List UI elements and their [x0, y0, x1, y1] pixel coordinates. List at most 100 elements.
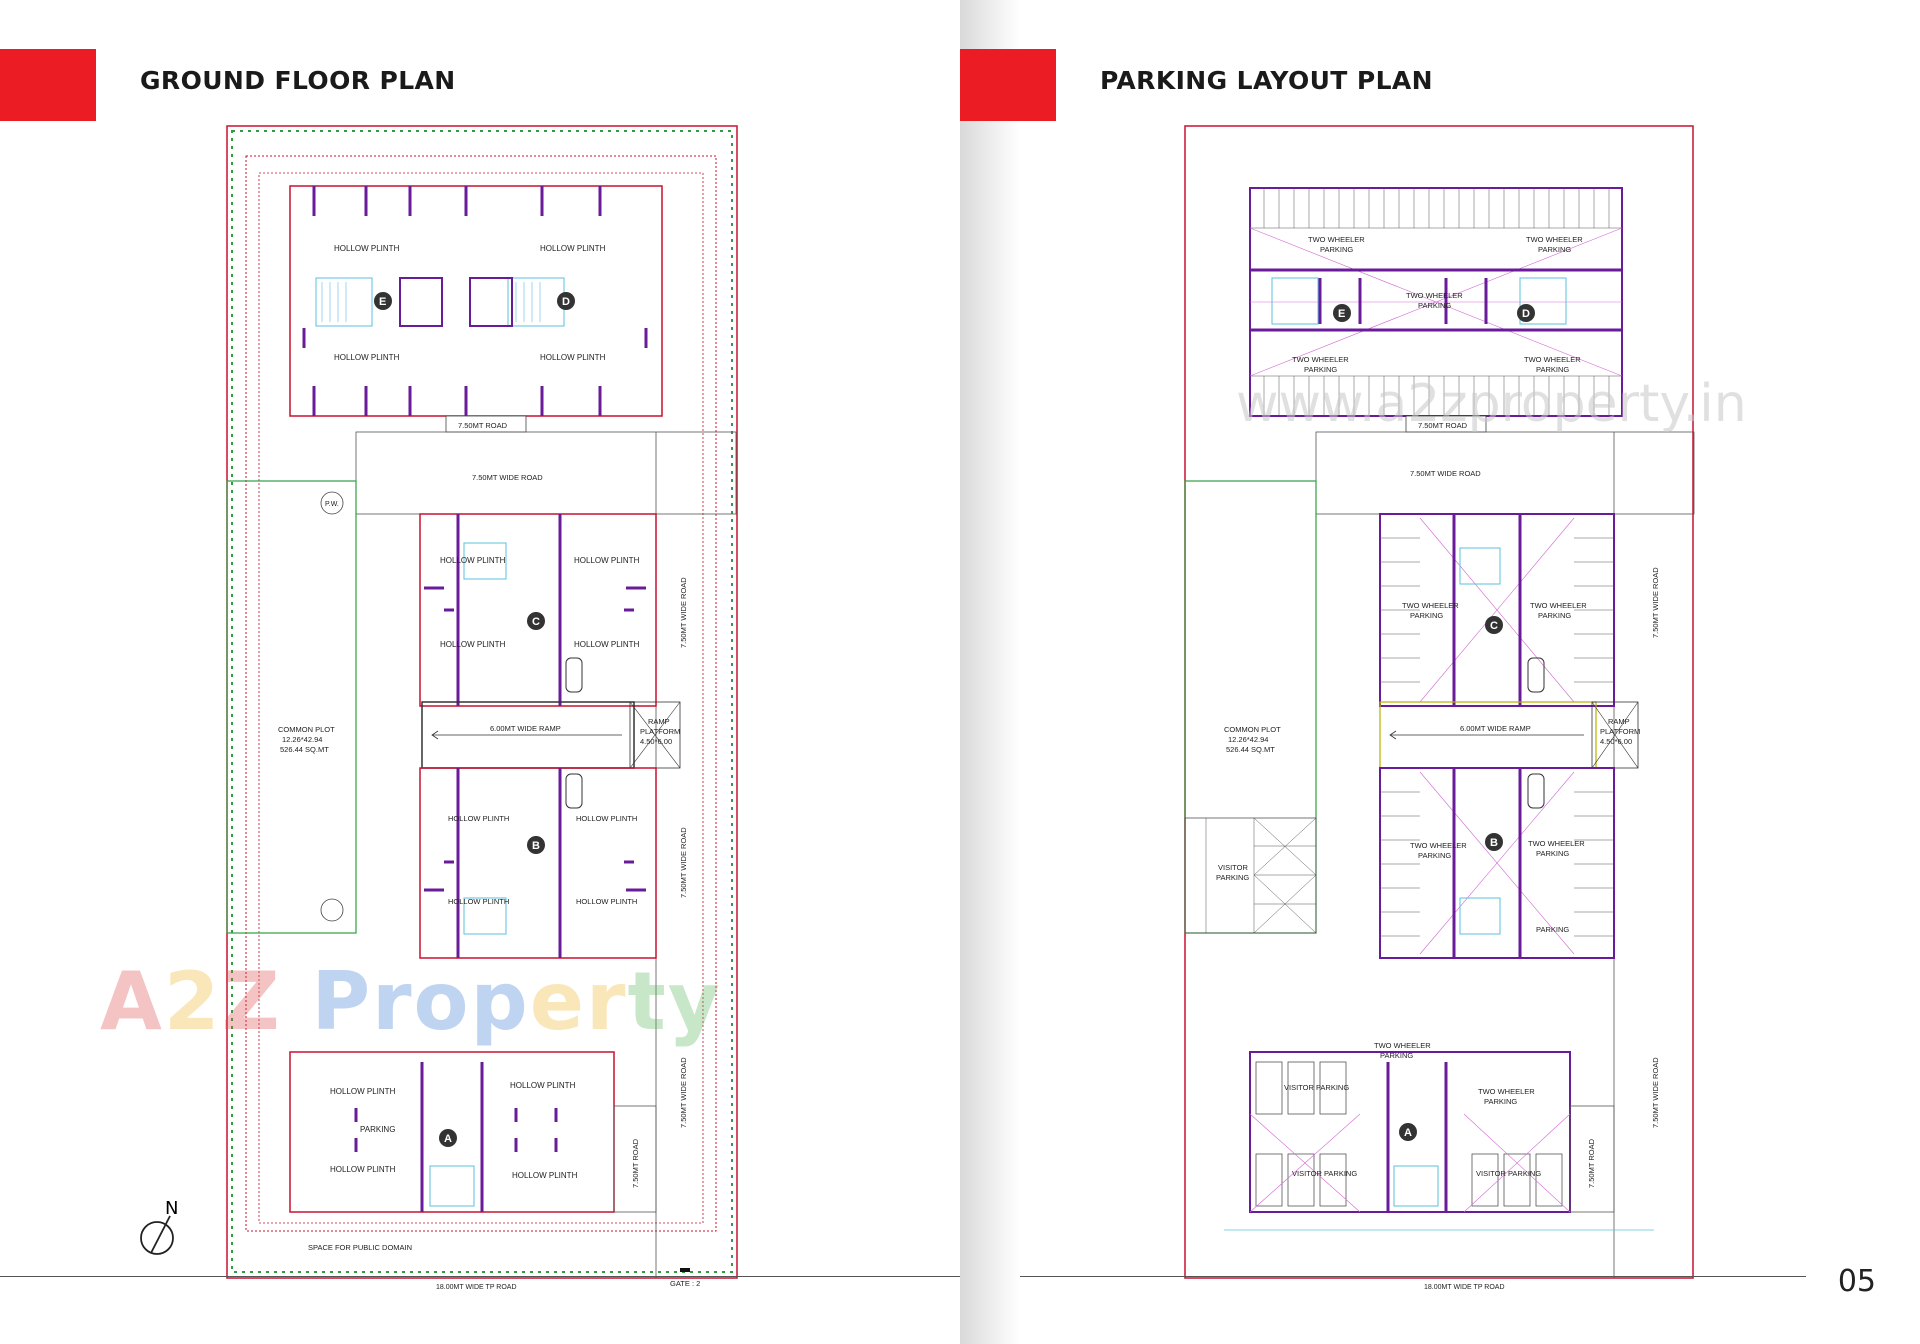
two-wheeler-label: TWO WHEELER [1530, 601, 1587, 610]
road-label: 7.50MT ROAD [458, 421, 508, 430]
two-wheeler-label: PARKING [1538, 611, 1571, 620]
two-wheeler-label: PARKING [1484, 1097, 1517, 1106]
two-wheeler-label: PARKING [1418, 301, 1451, 310]
public-domain-label: SPACE FOR PUBLIC DOMAIN [308, 1243, 412, 1252]
hollow-plinth-label: HOLLOW PLINTH [574, 556, 640, 565]
hollow-plinth-label: HOLLOW PLINTH [440, 556, 506, 565]
parking-label: PARKING [1536, 925, 1569, 934]
hollow-plinth-label: HOLLOW PLINTH [574, 640, 640, 649]
gate-label: GATE : 2 [670, 1279, 700, 1288]
right-base-line [1020, 1276, 1806, 1277]
visitor-parking-label: VISITOR PARKING [1284, 1083, 1349, 1092]
wing-b-marker: B [532, 840, 540, 852]
two-wheeler-label: TWO WHEELER [1410, 841, 1467, 850]
wing-c-marker: C [532, 616, 540, 628]
two-wheeler-label: PARKING [1538, 245, 1571, 254]
two-wheeler-label: PARKING [1410, 611, 1443, 620]
watermark-letter: Prop [311, 955, 530, 1048]
hollow-plinth-label: HOLLOW PLINTH [330, 1087, 396, 1096]
wing-b-marker: B [1490, 837, 1498, 849]
wing-d-marker: D [562, 296, 570, 308]
watermark-letter: Z [221, 955, 282, 1048]
wide-road-label-vertical: 7.50MT WIDE ROAD [679, 827, 688, 898]
visitor-parking-label: VISITOR PARKING [1476, 1169, 1541, 1178]
left-page-title: GROUND FLOOR PLAN [140, 66, 456, 95]
two-wheeler-label: TWO WHEELER [1292, 355, 1349, 364]
ramp-platform-label: RAMP [1608, 717, 1630, 726]
watermark-letter: ty [627, 955, 722, 1048]
ramp-platform-label: PLATFORM [1600, 727, 1640, 736]
wing-a-marker: A [1404, 1127, 1412, 1139]
two-wheeler-label: PARKING [1536, 365, 1569, 374]
hollow-plinth-label: HOLLOW PLINTH [540, 353, 606, 362]
watermark-letter: er [529, 955, 628, 1048]
hollow-plinth-label: HOLLOW PLINTH [334, 244, 400, 253]
pw-label: P.W. [325, 501, 339, 508]
parking-layout-drawing: TWO WHEELER PARKING TWO WHEELER PARKING … [1184, 125, 1695, 1291]
road-label-vertical: 7.50MT ROAD [631, 1138, 640, 1188]
a2z-property-watermark: A2Z Property [100, 955, 722, 1048]
ramp-platform-label: RAMP [648, 717, 670, 726]
tp-road-label: 18.00MT WIDE TP ROAD [1424, 1284, 1505, 1291]
wide-road-label-vertical: 7.50MT WIDE ROAD [679, 1057, 688, 1128]
two-wheeler-label: TWO WHEELER [1478, 1087, 1535, 1096]
two-wheeler-label: TWO WHEELER [1406, 291, 1463, 300]
wide-road-label-vertical: 7.50MT WIDE ROAD [1651, 567, 1660, 638]
common-plot-label: COMMON PLOT [1224, 725, 1281, 734]
parking-layout-plan: TWO WHEELER PARKING TWO WHEELER PARKING … [1184, 118, 1712, 1291]
wing-a-marker: A [444, 1133, 452, 1145]
two-wheeler-label: TWO WHEELER [1402, 601, 1459, 610]
hollow-plinth-label: HOLLOW PLINTH [440, 640, 506, 649]
wing-d-marker: D [1522, 308, 1530, 320]
common-plot-area: 526.44 SQ.MT [1226, 745, 1275, 754]
ramp-label: 6.00MT WIDE RAMP [1460, 724, 1531, 733]
compass-north-letter: N [165, 1198, 178, 1219]
hollow-plinth-label: HOLLOW PLINTH [448, 814, 509, 823]
left-base-line [0, 1276, 960, 1277]
hollow-plinth-label: HOLLOW PLINTH [510, 1081, 576, 1090]
common-plot-label: COMMON PLOT [278, 725, 335, 734]
two-wheeler-label: PARKING [1418, 851, 1451, 860]
visitor-parking-label: PARKING [1216, 873, 1249, 882]
common-plot-size: 12.26*42.94 [282, 735, 322, 744]
wide-road-label: 7.50MT WIDE ROAD [1410, 469, 1481, 478]
ground-floor-drawing: HOLLOW PLINTH HOLLOW PLINTH HOLLOW PLINT… [226, 125, 738, 1291]
hollow-plinth-label: HOLLOW PLINTH [576, 814, 637, 823]
hollow-plinth-label: HOLLOW PLINTH [334, 353, 400, 362]
hollow-plinth-label: HOLLOW PLINTH [448, 897, 509, 906]
two-wheeler-label: TWO WHEELER [1308, 235, 1365, 244]
visitor-parking-label: VISITOR PARKING [1292, 1169, 1357, 1178]
north-compass: N [136, 1198, 186, 1258]
common-plot-size: 12.26*42.94 [1228, 735, 1268, 744]
watermark-letter: A [100, 955, 164, 1048]
ramp-label: 6.00MT WIDE RAMP [490, 724, 561, 733]
hollow-plinth-label: HOLLOW PLINTH [576, 897, 637, 906]
two-wheeler-label: PARKING [1320, 245, 1353, 254]
visitor-parking-label: VISITOR [1218, 863, 1248, 872]
two-wheeler-label: TWO WHEELER [1524, 355, 1581, 364]
wide-road-label-vertical: 7.50MT WIDE ROAD [1651, 1057, 1660, 1128]
page-gutter [960, 0, 1020, 1344]
wing-e-marker: E [1338, 308, 1345, 320]
two-wheeler-label: PARKING [1304, 365, 1337, 374]
road-label: 7.50MT ROAD [1418, 421, 1468, 430]
parking-label: PARKING [360, 1125, 395, 1134]
left-title-accent [0, 49, 96, 121]
common-plot-area: 526.44 SQ.MT [280, 745, 329, 754]
url-watermark: www.a2zproperty.in [1236, 374, 1747, 434]
two-wheeler-label: PARKING [1380, 1051, 1413, 1060]
wing-c-marker: C [1490, 620, 1498, 632]
wing-e-marker: E [379, 296, 386, 308]
tp-road-label: 18.00MT WIDE TP ROAD [436, 1284, 517, 1291]
two-wheeler-label: TWO WHEELER [1526, 235, 1583, 244]
road-label-vertical: 7.50MT ROAD [1587, 1138, 1596, 1188]
ramp-platform-size: 4.50*6.00 [1600, 737, 1632, 746]
ramp-platform-label: PLATFORM [640, 727, 680, 736]
right-page-title: PARKING LAYOUT PLAN [1100, 66, 1433, 95]
two-wheeler-label: TWO WHEELER [1374, 1041, 1431, 1050]
hollow-plinth-label: HOLLOW PLINTH [330, 1165, 396, 1174]
ground-floor-plan: HOLLOW PLINTH HOLLOW PLINTH HOLLOW PLINT… [226, 118, 754, 1291]
watermark-letter: 2 [163, 955, 222, 1048]
page-number: 05 [1837, 1264, 1876, 1299]
